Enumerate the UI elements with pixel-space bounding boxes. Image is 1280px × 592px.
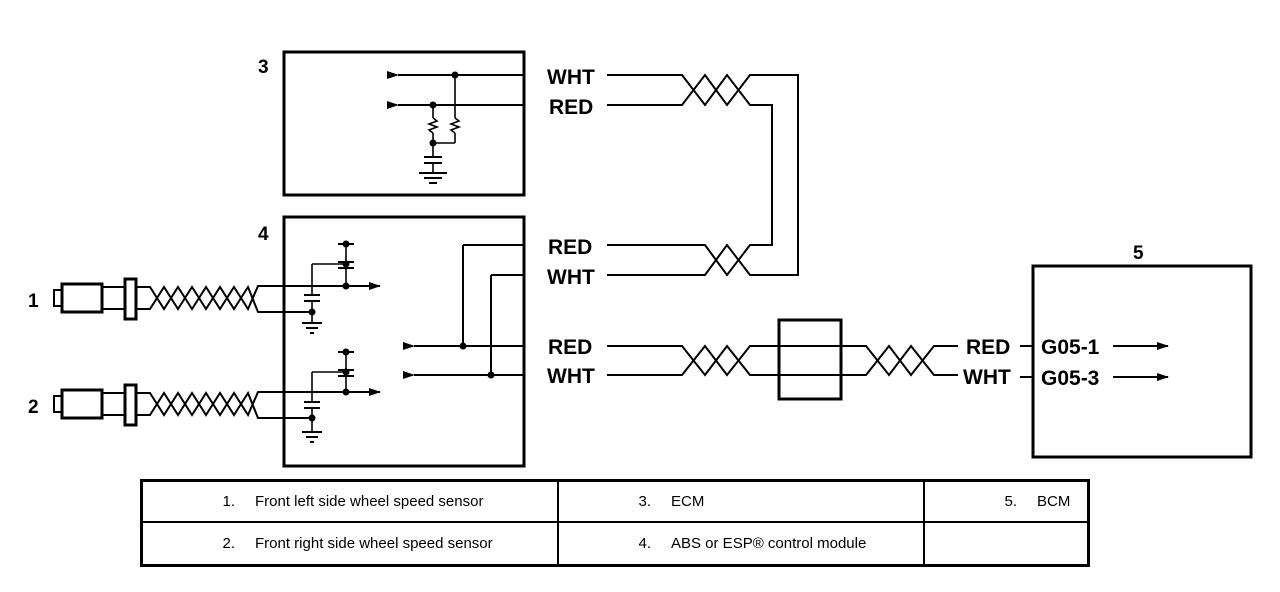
ecm-box [282,50,526,197]
bcm-wht-label: WHT [963,366,1011,389]
legend-label: Front left side wheel speed sensor [255,493,484,510]
legend-number: 5. [1004,493,1017,510]
legend-number: 2. [222,535,235,552]
sensor2-number: 2 [28,397,39,418]
legend-number: 4. [638,535,651,552]
legend-number: 1. [222,493,235,510]
legend-number: 3. [638,493,651,510]
legend-label: ECM [671,493,705,510]
legend-label: ABS or ESP® control module [671,535,867,552]
legend-cell [925,523,1087,564]
legend-cell: 2. Front right side wheel speed sensor [143,523,559,564]
legend-cell: 4. ABS or ESP® control module [559,523,925,564]
bcm-number: 5 [1133,243,1144,264]
sensor2-twisted-pair-a [136,391,284,418]
ecm-red-label: RED [549,96,593,119]
sensor1-twisted-pair-b [136,284,284,313]
abs-red-label: RED [548,236,592,259]
legend-cell: 5. BCM [925,482,1087,523]
inline-connector [777,318,843,401]
abs-input-circuit-1 [284,240,381,334]
legend-table: 1. Front left side wheel speed sensor 3. E… [140,479,1090,567]
abs-wht-label: WHT [547,266,595,289]
pin-g05-1: G05-1 [1041,336,1100,359]
legend-label: Front right side wheel speed sensor [255,535,493,552]
bcm-box [1031,264,1253,459]
front-right-wheel-speed-sensor [53,383,138,427]
legend-cell: 1. Front left side wheel speed sensor [143,482,559,523]
abs-box [282,215,526,468]
abs-number: 4 [258,224,269,245]
bcm-red-label: RED [966,336,1010,359]
bus-red-label: RED [548,336,592,359]
ecm-internal-circuit [387,71,524,184]
abs-input-circuit-2 [284,348,381,443]
bus-wht-label: WHT [547,365,595,388]
ecm-number: 3 [258,57,269,78]
ecm-wht-label: WHT [547,66,595,89]
abs-bus-lines [403,244,524,379]
front-left-wheel-speed-sensor [53,277,138,321]
pin-g05-3: G05-3 [1041,367,1099,390]
sensor2-twisted-pair-b [136,390,284,419]
legend-label: BCM [1037,493,1071,510]
sensor1-twisted-pair-a [136,285,284,312]
legend-cell: 3. ECM [559,482,925,523]
ecm-abs-twisted-pair [607,73,799,277]
sensor1-number: 1 [28,291,39,312]
